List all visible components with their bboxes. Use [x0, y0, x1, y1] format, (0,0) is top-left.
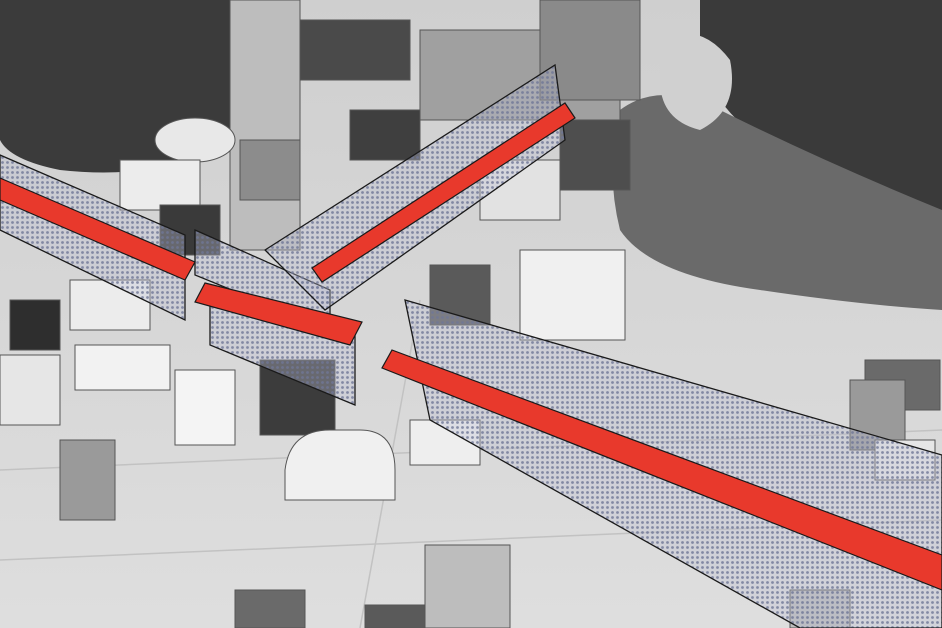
red-path-upper — [311, 102, 576, 283]
child-right-torso — [700, 0, 942, 230]
red-path-right — [381, 349, 942, 591]
band-upper-diagonal — [263, 63, 566, 311]
child-right-hand — [660, 33, 732, 131]
child-right-legs — [612, 95, 942, 310]
red-path-center — [194, 282, 363, 346]
red-paths — [0, 102, 942, 591]
red-path-left — [0, 177, 196, 281]
